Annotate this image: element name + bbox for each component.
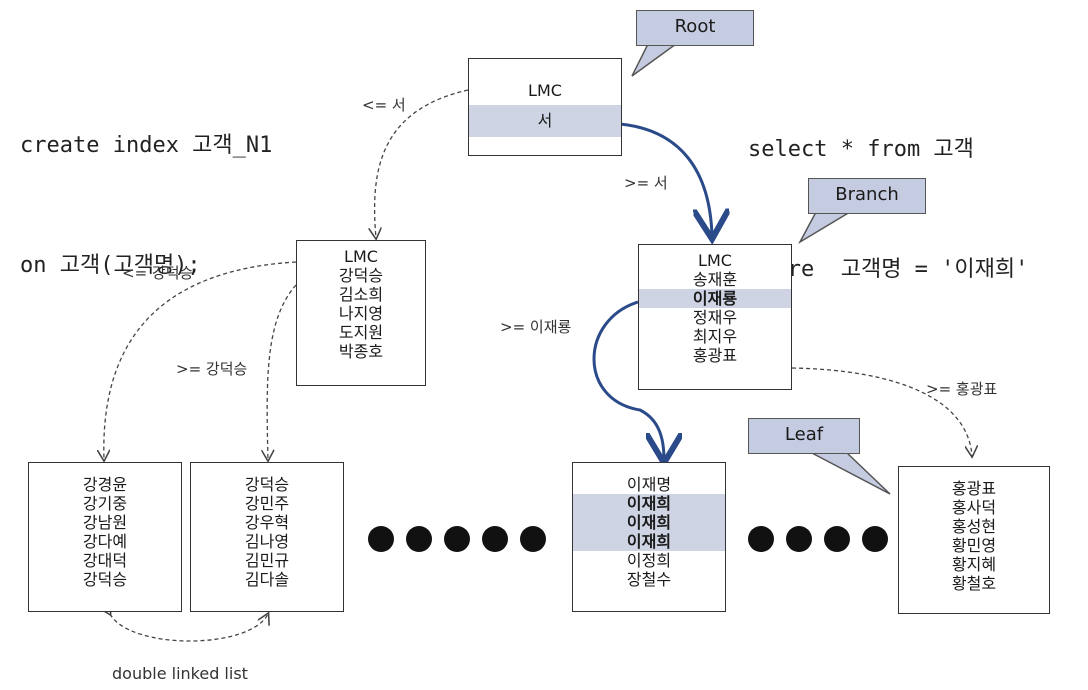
ellipsis-dot-icon (862, 526, 888, 552)
ellipsis-dots-right (748, 526, 888, 552)
node-entry: 홍광표 (692, 346, 738, 365)
edge-left-branch-to-leaf-2 (267, 284, 297, 460)
create-index-code: create index 고객_N1 on 고객(고객명); (20, 46, 272, 326)
node-entry: 황지혜 (951, 555, 997, 574)
edge-root-to-left-branch (375, 89, 469, 238)
edge-label-branch-left-ge: >= 강덕승 (176, 360, 248, 378)
branch-node-right: LMC 송재훈 이재룡 정재우 최지우 홍광표 (638, 244, 792, 390)
ellipsis-dot-icon (406, 526, 432, 552)
node-entry: 이재명 (626, 475, 672, 494)
node-entry: LMC (698, 251, 732, 270)
node-entry: 홍광표 (951, 479, 997, 498)
ellipsis-dot-icon (368, 526, 394, 552)
node-entry: 박종호 (338, 342, 384, 361)
edge-root-to-right-branch (619, 122, 712, 236)
node-entry: 강덕승 (244, 475, 290, 494)
edge-label-root-left: <= 서 (362, 96, 406, 114)
node-entry: 이재희 (573, 494, 725, 513)
node-entry: 강남원 (82, 513, 128, 532)
edge-label-branch-left-le: <= 강덕승 (122, 264, 194, 282)
edge-right-branch-to-leaf-4 (791, 367, 972, 456)
branch-node-left: LMC 강덕승 김소희 나지영 도지원 박종호 (296, 240, 426, 386)
node-entry: 강다예 (82, 532, 128, 551)
leaf-node-4: 홍광표 홍사덕 홍성현 황민영 황지혜 황철호 (898, 466, 1050, 614)
edge-label-branch-right-ge: >= 이재룡 (500, 318, 572, 336)
ellipsis-dot-icon (482, 526, 508, 552)
node-entry: 강대덕 (82, 551, 128, 570)
node-entry: 강민주 (244, 494, 290, 513)
node-entry: 홍성현 (951, 517, 997, 536)
edge-left-branch-to-leaf-1 (104, 261, 297, 460)
ellipsis-dot-icon (444, 526, 470, 552)
edge-label-branch-right-last: >= 홍광표 (926, 380, 998, 398)
code-line: on 고객(고객명); (20, 253, 201, 278)
node-entry: 김나영 (244, 532, 290, 551)
double-linked-list-arrow (110, 614, 268, 642)
leaf-callout-tail (809, 451, 891, 495)
ellipsis-dots-left (368, 526, 546, 552)
node-entry: 송재훈 (692, 270, 738, 289)
leaf-node-1: 강경윤 강기중 강남원 강다예 강대덕 강덕승 (28, 462, 182, 612)
node-entry: 황철호 (951, 574, 997, 593)
double-linked-list-label: double linked list (112, 664, 248, 683)
node-entry: 나지영 (338, 304, 384, 323)
ellipsis-dot-icon (748, 526, 774, 552)
code-line: select * from 고객 (748, 137, 974, 162)
node-entry: 강덕승 (338, 266, 384, 285)
edge-right-branch-to-leaf-3 (592, 300, 664, 460)
root-callout-tail (631, 43, 679, 77)
node-entry: 황민영 (951, 536, 997, 555)
node-entry: 이재희 (573, 532, 725, 551)
root-callout: Root (636, 10, 754, 46)
branch-callout: Branch (808, 178, 926, 214)
node-entry: 김소희 (338, 285, 384, 304)
node-entry: 이재희 (573, 513, 725, 532)
ellipsis-dot-icon (520, 526, 546, 552)
node-entry: LMC (344, 247, 378, 266)
node-entry: 정재우 (692, 308, 738, 327)
leaf-node-3: 이재명 이재희 이재희 이재희 이정희 장철수 (572, 462, 726, 612)
node-entry: LMC (528, 81, 562, 100)
node-entry: 강경윤 (82, 475, 128, 494)
ellipsis-dot-icon (786, 526, 812, 552)
leaf-node-2: 강덕승 강민주 강우혁 김나영 김민규 김다솔 (190, 462, 344, 612)
node-entry: 최지우 (692, 327, 738, 346)
root-node: LMC 서 (468, 58, 622, 156)
node-entry: 김민규 (244, 551, 290, 570)
node-entry: 김다솔 (244, 570, 290, 589)
leaf-callout: Leaf (748, 418, 860, 454)
node-entry: 강덕승 (82, 570, 128, 589)
ellipsis-dot-icon (824, 526, 850, 552)
code-line: create index 고객_N1 (20, 133, 273, 158)
node-entry: 이재룡 (639, 289, 791, 308)
node-entry: 이정희 (626, 551, 672, 570)
node-entry: 홍사덕 (951, 498, 997, 517)
node-entry: 강우혁 (244, 513, 290, 532)
node-entry: 도지원 (338, 323, 384, 342)
node-entry: 강기중 (82, 494, 128, 513)
edge-label-root-right: >= 서 (624, 174, 668, 192)
node-entry: 장철수 (626, 570, 672, 589)
node-entry: 서 (469, 105, 621, 137)
